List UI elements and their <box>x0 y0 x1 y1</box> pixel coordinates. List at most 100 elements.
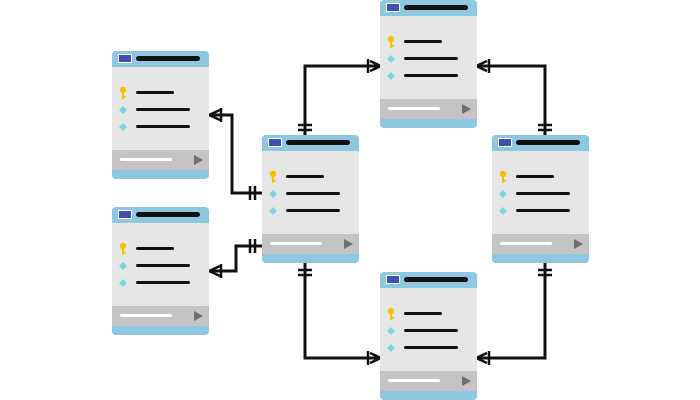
field-row-primary-key <box>112 242 209 256</box>
field-row <box>380 324 477 338</box>
table-card[interactable] <box>380 272 477 400</box>
one-bar-marker <box>248 186 257 200</box>
play-icon[interactable] <box>194 311 203 321</box>
crows-foot-marker <box>208 108 223 122</box>
play-icon[interactable] <box>194 155 203 165</box>
crows-foot-marker <box>208 264 223 278</box>
diamond-icon <box>499 190 507 198</box>
field-name-placeholder <box>404 346 458 349</box>
diamond-icon <box>499 207 507 215</box>
table-bottom-strip <box>112 170 209 179</box>
diamond-icon <box>269 207 277 215</box>
table-bottom-strip <box>380 391 477 400</box>
key-icon <box>269 170 277 183</box>
footer-placeholder <box>270 242 322 245</box>
key-icon <box>499 170 507 183</box>
field-row <box>112 103 209 117</box>
crows-foot-marker <box>475 59 491 73</box>
field-name-placeholder <box>136 108 190 111</box>
crows-foot-marker <box>366 351 382 365</box>
table-header <box>112 207 209 223</box>
field-row <box>262 187 359 201</box>
field-row <box>262 204 359 218</box>
diamond-icon <box>119 279 127 287</box>
field-row <box>112 120 209 134</box>
window-icon <box>386 275 400 284</box>
table-footer <box>112 150 209 170</box>
footer-placeholder <box>388 379 440 382</box>
field-name-placeholder <box>286 209 340 212</box>
key-icon <box>119 86 127 99</box>
table-footer <box>112 306 209 326</box>
table-header <box>380 272 477 288</box>
connector-t4-t5 <box>476 64 547 135</box>
table-footer <box>262 234 359 254</box>
table-card[interactable] <box>112 207 209 335</box>
field-name-placeholder <box>136 264 190 267</box>
field-row-primary-key <box>112 86 209 100</box>
footer-placeholder <box>500 242 552 245</box>
key-icon <box>387 307 395 320</box>
table-footer <box>380 99 477 119</box>
window-icon <box>118 210 132 219</box>
crows-foot-marker <box>475 351 491 365</box>
footer-placeholder <box>120 158 172 161</box>
table-bottom-strip <box>380 119 477 128</box>
field-row <box>380 341 477 355</box>
table-card[interactable] <box>112 51 209 179</box>
play-icon[interactable] <box>462 104 471 114</box>
field-name-placeholder <box>136 247 174 250</box>
field-name-placeholder <box>404 329 458 332</box>
key-icon <box>387 35 395 48</box>
play-icon[interactable] <box>462 376 471 386</box>
play-icon[interactable] <box>574 239 583 249</box>
field-name-placeholder <box>404 57 458 60</box>
field-row-primary-key <box>380 35 477 49</box>
window-icon <box>118 54 132 63</box>
table-title-placeholder <box>136 212 200 217</box>
field-name-placeholder <box>516 209 570 212</box>
field-name-placeholder <box>136 125 190 128</box>
one-bar-marker <box>538 123 552 132</box>
field-row <box>380 52 477 66</box>
diamond-icon <box>119 123 127 131</box>
key-icon <box>119 242 127 255</box>
table-bottom-strip <box>112 326 209 335</box>
footer-placeholder <box>388 107 440 110</box>
connector-t5-t6 <box>476 262 547 360</box>
field-row-primary-key <box>492 170 589 184</box>
field-row <box>492 204 589 218</box>
connector-t3-t4 <box>303 64 381 135</box>
field-row <box>492 187 589 201</box>
play-icon[interactable] <box>344 239 353 249</box>
diamond-icon <box>387 327 395 335</box>
table-card[interactable] <box>492 135 589 263</box>
table-card[interactable] <box>380 0 477 128</box>
window-icon <box>386 3 400 12</box>
table-title-placeholder <box>286 140 350 145</box>
one-bar-marker <box>298 123 312 132</box>
one-bar-marker <box>298 268 312 277</box>
table-card[interactable] <box>262 135 359 263</box>
crows-foot-marker <box>366 59 382 73</box>
table-footer <box>380 371 477 391</box>
field-name-placeholder <box>136 91 174 94</box>
diamond-icon <box>269 190 277 198</box>
field-name-placeholder <box>286 192 340 195</box>
field-row-primary-key <box>380 307 477 321</box>
field-name-placeholder <box>516 175 554 178</box>
table-title-placeholder <box>136 56 200 61</box>
field-row <box>112 276 209 290</box>
table-header <box>112 51 209 67</box>
field-name-placeholder <box>404 40 442 43</box>
table-header <box>262 135 359 151</box>
table-title-placeholder <box>516 140 580 145</box>
field-name-placeholder <box>404 312 442 315</box>
window-icon <box>268 138 282 147</box>
diamond-icon <box>387 72 395 80</box>
table-bottom-strip <box>262 254 359 263</box>
diamond-icon <box>387 55 395 63</box>
field-row-primary-key <box>262 170 359 184</box>
